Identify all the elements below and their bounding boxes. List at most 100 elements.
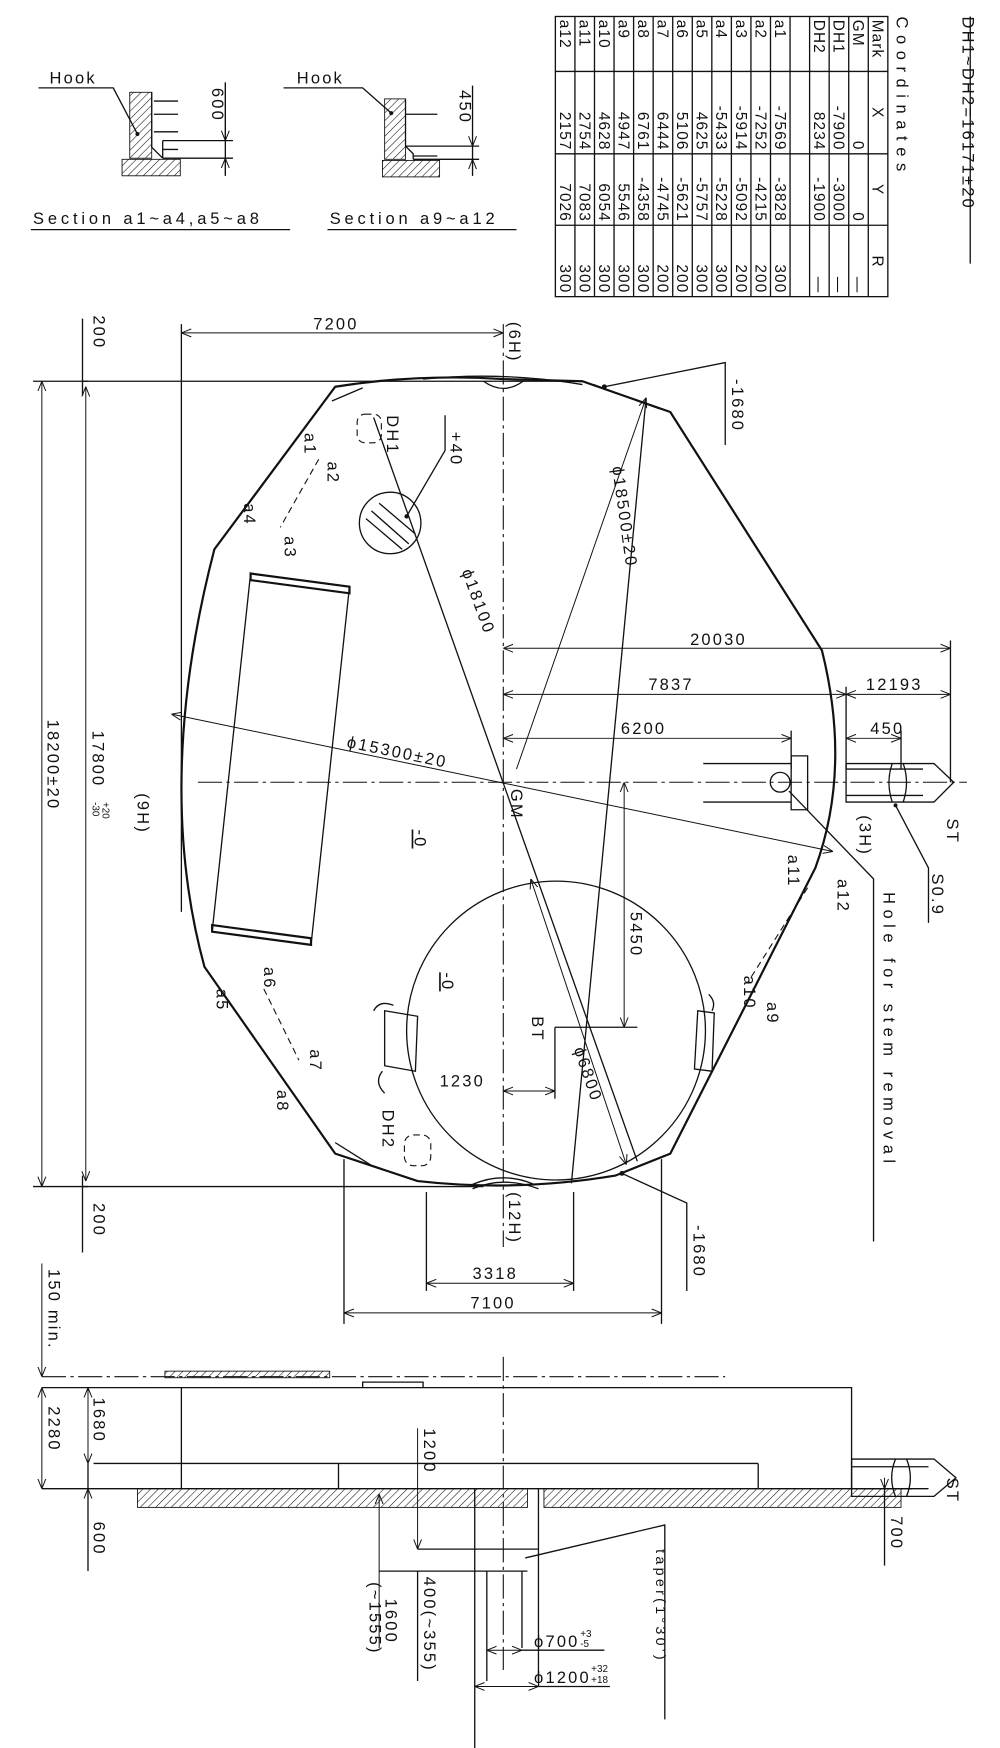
pos-12h: (12H) [505, 1192, 523, 1244]
wall-hatch [129, 91, 153, 159]
table-cell-y: -3000 [830, 177, 847, 222]
table-cell-x: 2157 [556, 112, 573, 151]
dia-18100-label: ϕ18100 [458, 567, 498, 637]
table-cell-r: 300 [575, 264, 592, 293]
level-top: -1680 [728, 379, 746, 432]
dim-200-top: 200 [89, 315, 107, 349]
dim-1600: 1600 [382, 1599, 400, 1644]
floor-hatch [382, 159, 441, 178]
pos-6h: (6H) [505, 322, 523, 363]
table-cell-x: 6761 [634, 112, 651, 151]
hook-label: Hook [50, 69, 97, 87]
table-cell-mark: a6 [673, 20, 690, 39]
table-cell-x: 8234 [810, 112, 827, 151]
dh1-label: DH1 [383, 415, 401, 455]
table-cell-mark: a4 [712, 20, 729, 39]
dia-15300-label: ϕ15300±20 [345, 733, 449, 771]
table-cell-y: -5228 [712, 177, 729, 222]
level-small-circle: +40 [447, 432, 465, 467]
table-header-x: X [869, 107, 886, 118]
mark-a7: a7 [306, 1049, 324, 1072]
dim-20030: 20030 [690, 631, 747, 649]
table-cell-x: 5106 [673, 112, 690, 151]
section-dim: 450 [455, 90, 473, 124]
section-dim: 600 [208, 88, 226, 122]
table-cell-mark: a8 [634, 20, 651, 39]
table-cell-y: -4215 [751, 177, 768, 222]
dim-2280: 2280 [44, 1406, 62, 1451]
dim-7100: 7100 [470, 1295, 515, 1313]
dh1-marker [356, 413, 382, 444]
table-cell-r: — [830, 277, 847, 293]
dim-7837: 7837 [648, 676, 693, 694]
table-cell-x: -7900 [830, 106, 847, 151]
dim-1680: 1680 [89, 1398, 107, 1443]
bt-label: BT [528, 1016, 546, 1041]
table-cell-x: 0 [849, 141, 866, 151]
hook-leader [38, 87, 139, 135]
elevation-view: 150 min. 2280 1680 600 1200 1600 (~1555)… [42, 1263, 961, 1748]
tolerance-equation: DH1~DH2=16171±20 [959, 16, 977, 209]
dia-18100-line [373, 417, 638, 1162]
dim-200-bottom: 200 [89, 1203, 107, 1237]
dia-6800-label: ϕ6800 [570, 1045, 606, 1105]
dia-1200-tol-lower: +18 [591, 1675, 608, 1686]
mark-a4: a4 [240, 503, 258, 526]
dim-17800: 17800 [88, 731, 106, 788]
dim-1555: (~1555) [365, 1582, 383, 1655]
dim-7200: 7200 [313, 316, 358, 334]
table-cell-mark: a7 [654, 20, 671, 39]
table-cell-mark: DH2 [810, 20, 827, 54]
mark-a10: a10 [740, 976, 758, 1010]
table-cell-r: 300 [712, 264, 729, 293]
table-cell-r: 300 [634, 264, 651, 293]
dh2-label: DH2 [378, 1110, 396, 1150]
hook-label: Hook [297, 69, 344, 87]
table-cell-mark: a1 [771, 20, 788, 39]
pos-9h: (9H) [133, 793, 151, 834]
table-cell-x: 4625 [693, 112, 710, 151]
dim-5450: 5450 [627, 912, 645, 957]
tilted-frame [211, 572, 351, 946]
dim-17800-tol-upper: +20 [99, 802, 110, 819]
dh2-marker [403, 1134, 432, 1167]
table-cell-mark: a2 [751, 20, 768, 39]
dim-6200: 6200 [621, 720, 666, 738]
bt-circle [405, 880, 707, 1181]
table-cell-mark: a12 [556, 20, 573, 49]
table-cell-y: -5621 [673, 177, 690, 222]
dia-700: ϕ700 [534, 1633, 580, 1651]
floor-hatch-right [543, 1488, 902, 1508]
table-cell-r: 300 [771, 264, 788, 293]
dia-700-tol-lower: -5 [580, 1639, 589, 1650]
table-cell-mark: a10 [595, 20, 612, 49]
dia-15300-line [171, 714, 832, 851]
table-cell-x: -7252 [751, 106, 768, 151]
dim-17800-tol-lower: -30 [89, 802, 100, 817]
dim-600: 600 [89, 1522, 107, 1556]
table-cell-mark: a5 [693, 20, 710, 39]
dim-1230: 1230 [440, 1073, 485, 1091]
dim-450: 450 [870, 720, 904, 738]
table-cell-y: 7083 [575, 183, 592, 222]
table-cell-x: 2754 [575, 112, 592, 151]
table-cell-y: -4745 [654, 177, 671, 222]
table-cell-y: -3828 [771, 177, 788, 222]
dim-1200: 1200 [420, 1428, 438, 1473]
table-cell-y: 6054 [595, 183, 612, 222]
section-a1-a8: Hook 600 Section a1~a4,a5~a8 [30, 69, 291, 231]
dia-6800-line [531, 879, 627, 1165]
table-cell-r: 200 [751, 264, 768, 293]
level-bottom: -1680 [689, 1225, 707, 1278]
table-header-y: Y [869, 184, 886, 195]
table-cell-mark: a3 [732, 20, 749, 39]
mark-a1: a1 [300, 433, 318, 456]
coordinates-table: MarkXYRGM00—DH1-7900-3000—DH28234-1900—a… [554, 15, 889, 298]
table-cell-y: -1900 [810, 177, 827, 222]
floor-hatch [121, 158, 181, 177]
table-cell-r: 200 [732, 264, 749, 293]
table-cell-x: -5433 [712, 106, 729, 151]
table-cell-r: 300 [614, 264, 631, 293]
gm-label: GM [507, 789, 525, 820]
table-cell-x: -5914 [732, 106, 749, 151]
